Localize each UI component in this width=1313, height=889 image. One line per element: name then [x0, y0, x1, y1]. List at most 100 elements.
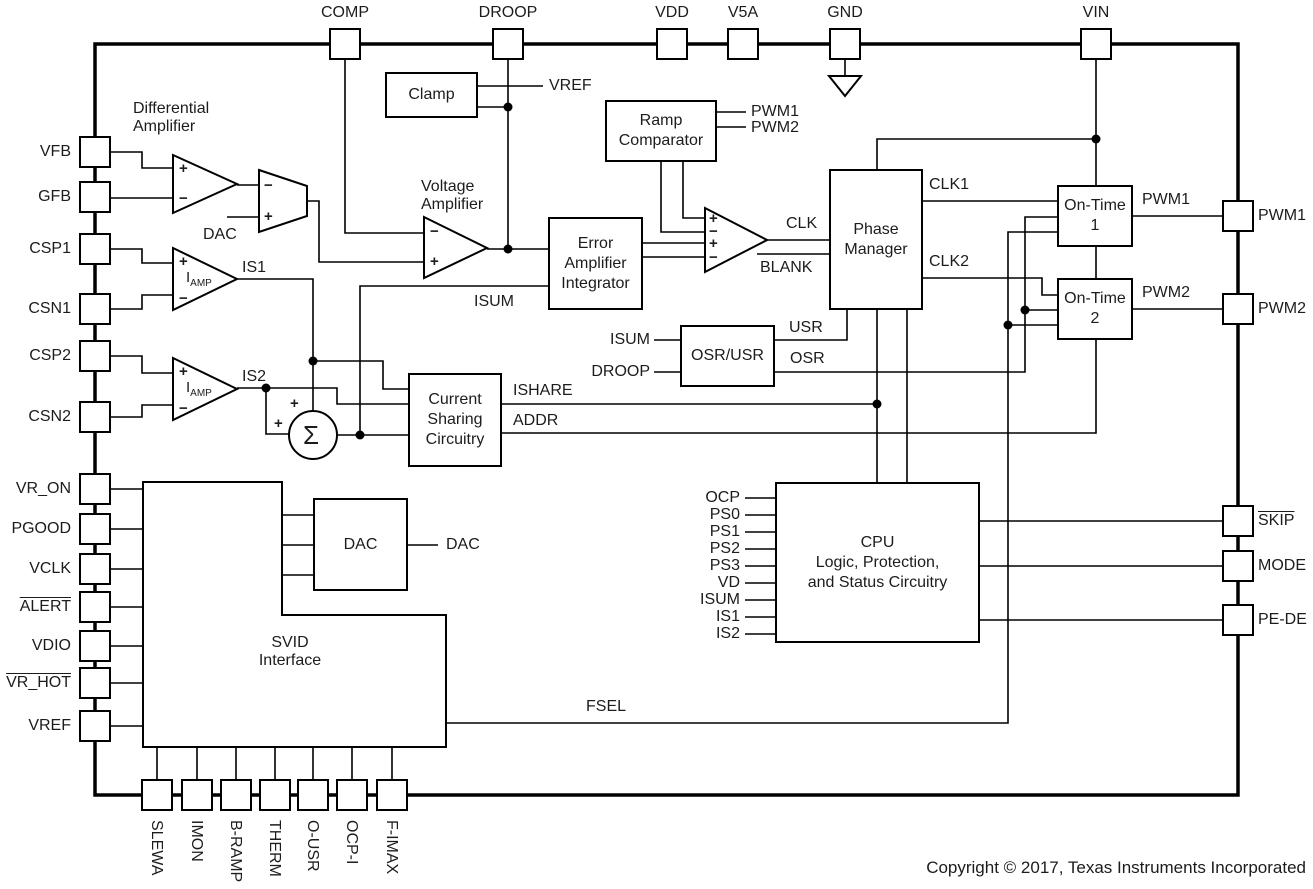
net-osr-in-isum: ISUM	[610, 331, 650, 348]
pin-label-comp: COMP	[321, 4, 369, 21]
cpu-in-isum: ISUM	[700, 591, 740, 608]
dac-comp-plus: +	[264, 208, 273, 225]
pin-label-v5a: V5A	[727, 4, 759, 21]
cpu-in-ps2: PS2	[709, 540, 740, 557]
net-ot-pwm1: PWM1	[1142, 191, 1190, 208]
wire-addr	[502, 340, 1097, 434]
iamp2-minus: −	[179, 400, 188, 417]
pin-label-csp1: CSP1	[29, 240, 71, 257]
net-clk: CLK	[786, 215, 818, 232]
net-usr: USR	[789, 319, 823, 336]
wire-eai-to-comp	[643, 242, 705, 258]
pin-droop	[492, 28, 524, 60]
copyright-notice: Copyright © 2017, Texas Instruments Inco…	[926, 858, 1306, 877]
wire-vfb	[111, 151, 173, 169]
pin-slewa	[141, 779, 173, 811]
pin-label-csn2: CSN2	[28, 408, 71, 425]
pin-vdio	[79, 630, 111, 662]
pin-alert	[79, 591, 111, 623]
pin-imon	[181, 779, 213, 811]
iamp1-minus: −	[179, 290, 188, 307]
net-is1: IS1	[242, 259, 267, 276]
pin-label-b-ramp: B-RAMP	[227, 820, 244, 883]
net-fsel: FSEL	[586, 698, 627, 715]
pin-label-mode: MODE	[1258, 557, 1306, 574]
net-blank: BLANK	[760, 259, 813, 276]
pin-label-o-usr: O-USR	[304, 820, 321, 872]
wire-osrusr-in	[654, 339, 680, 373]
pin-label-therm: THERM	[266, 820, 283, 877]
net-clk2: CLK2	[929, 253, 970, 270]
net-ishare: ISHARE	[513, 382, 573, 399]
pin-label-pwm1: PWM1	[1258, 207, 1306, 224]
pin-label-f-imax: F-IMAX	[383, 820, 400, 875]
pin-o-usr	[297, 779, 329, 811]
pin-b-ramp	[220, 779, 252, 811]
wire-clk2	[923, 277, 1057, 296]
pin-label-vin: VIN	[1082, 4, 1110, 21]
net-eai-isum: ISUM	[474, 293, 514, 310]
net-osr-in-droop: DROOP	[591, 363, 650, 380]
wire-is1	[237, 278, 408, 411]
pin-vdd	[656, 28, 688, 60]
net-osr: OSR	[790, 350, 825, 367]
wire-fsel	[446, 231, 1057, 724]
wire-osr	[775, 216, 1057, 373]
iamp2-plus: +	[179, 363, 188, 380]
pin-pwm2	[1222, 293, 1254, 325]
svid-interface-block	[142, 481, 447, 748]
pin-label-imon: IMON	[188, 820, 205, 862]
pin-gfb	[79, 181, 111, 213]
dac-comparator-symbol	[258, 168, 308, 234]
pin-pe-de	[1222, 604, 1254, 636]
pin-label-skip: SKIP	[1258, 512, 1295, 529]
pin-label-pe-de: PE-DE	[1258, 611, 1307, 628]
pin-label-ocp-i: OCP-I	[343, 820, 360, 865]
vamp-minus: −	[430, 223, 439, 240]
junction-dots	[261, 102, 1101, 440]
cpu-in-ps3: PS3	[709, 557, 740, 574]
net-ramp-pwm1: PWM1	[751, 103, 799, 120]
pin-label-vr-on: VR_ON	[15, 480, 71, 497]
clamp-block: Clamp	[385, 72, 478, 118]
net-is2: IS2	[242, 368, 267, 385]
wire-is2	[237, 387, 408, 435]
wire-ramp-pwm	[717, 111, 746, 128]
pin-skip	[1222, 505, 1254, 537]
current-amplifier-1-symbol	[172, 246, 240, 312]
pin-label-vdd: VDD	[655, 4, 689, 21]
dac-comp-minus: −	[264, 177, 273, 194]
net-dac-out: DAC	[446, 536, 480, 553]
pin-vr-hot	[79, 667, 111, 699]
pin-label-vfb: VFB	[39, 143, 71, 160]
pin-gnd	[829, 28, 861, 60]
diffamp-plus: +	[179, 160, 188, 177]
pin-therm	[259, 779, 291, 811]
ground-symbol	[826, 75, 864, 98]
pin-label-slewa: SLEWA	[148, 820, 165, 876]
differential-amplifier-symbol	[172, 153, 240, 215]
pin-ocp-i	[336, 779, 368, 811]
osr-usr-block: OSR/USR	[680, 325, 775, 387]
voltage-amplifier-symbol	[423, 215, 490, 280]
net-addr: ADDR	[513, 412, 559, 429]
pin-label-pwm2: PWM2	[1258, 300, 1306, 317]
pin-vclk	[79, 553, 111, 585]
wire-trap-out	[307, 200, 424, 263]
pin-vin	[1080, 28, 1112, 60]
wire-csn2	[111, 404, 173, 418]
diffamp-minus: −	[179, 190, 188, 207]
cpu-in-ocp: OCP	[705, 489, 740, 506]
cpu-in-is2: IS2	[715, 625, 740, 642]
cpu-in-vd: VD	[717, 574, 740, 591]
cpu-in-ps1: PS1	[709, 523, 740, 540]
clk-comparator-symbol	[704, 206, 770, 274]
wire-cpu-out	[980, 520, 1222, 621]
